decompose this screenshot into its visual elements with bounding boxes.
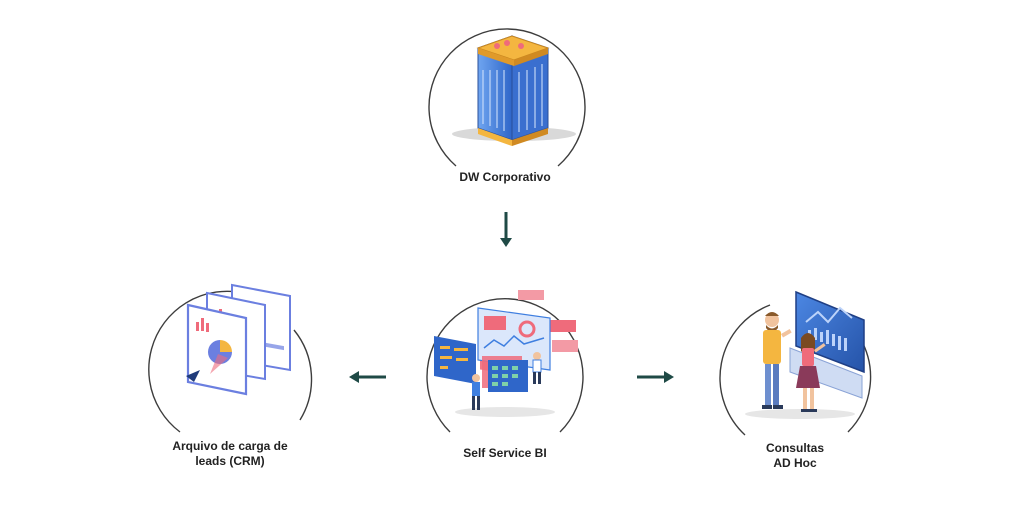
node-ssbi-ring (426, 298, 584, 433)
node-ssbi-label: Self Service BI (430, 446, 580, 461)
node-consultas-ring (719, 304, 771, 436)
node-dw (428, 28, 586, 167)
node-consultas (719, 290, 872, 436)
node-ssbi-label-text: Self Service BI (463, 446, 547, 460)
node-crm-label-line1: Arquivo de carga de (172, 439, 288, 453)
node-ssbi (426, 290, 584, 433)
node-crm (148, 283, 313, 433)
arrow-ssbi-to-consultas (637, 371, 674, 383)
report-windows-icon (186, 283, 291, 396)
node-consultas-ring-right (847, 337, 872, 433)
server-rack-icon (452, 35, 576, 146)
node-dw-label: DW Corporativo (420, 170, 590, 185)
node-consultas-label: Consultas AD Hoc (720, 441, 870, 471)
node-dw-ring (428, 28, 586, 167)
people-analytics-icon (745, 290, 865, 419)
node-consultas-label-line1: Consultas (765, 441, 824, 455)
node-dw-label-text: DW Corporativo (459, 170, 551, 184)
bi-dashboard-icon (434, 290, 578, 417)
node-crm-label-line2: leads (CRM) (195, 454, 265, 468)
node-crm-label: Arquivo de carga de leads (CRM) (140, 439, 320, 469)
arrow-dw-to-ssbi (500, 212, 512, 247)
arrow-ssbi-to-crm (349, 371, 386, 383)
node-consultas-label-line2: AD Hoc (773, 456, 817, 470)
node-crm-ring-right (293, 329, 313, 421)
